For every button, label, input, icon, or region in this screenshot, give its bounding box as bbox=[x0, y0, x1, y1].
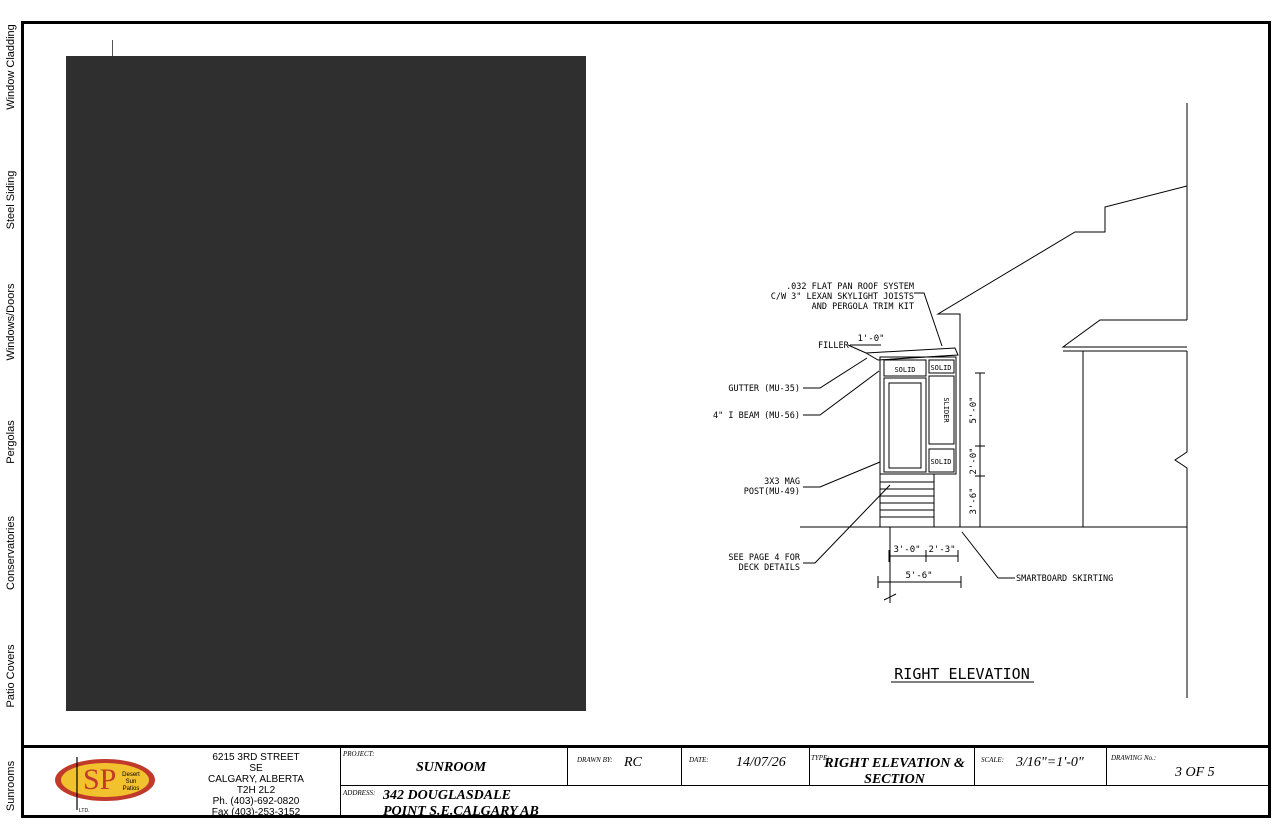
callout-post-1: 3X3 MAG bbox=[764, 477, 800, 487]
side-tab-label: Pergolas bbox=[4, 420, 17, 464]
redacted-image-panel bbox=[66, 56, 586, 711]
scale-label: SCALE: bbox=[981, 756, 1004, 764]
panel-solid-top-right bbox=[928, 359, 955, 374]
callout-filler: FILLER bbox=[818, 341, 850, 351]
callout-roof-1: .032 FLAT PAN ROOF SYSTEM bbox=[786, 282, 914, 292]
type-value: RIGHT ELEVATION & SECTION bbox=[824, 756, 965, 787]
side-tab-label: Window Cladding bbox=[4, 24, 17, 110]
drawing-no-value: 3 OF 5 bbox=[1175, 765, 1215, 780]
company-address: 6215 3RD STREET SE CALGARY, ALBERTA T2H … bbox=[208, 752, 304, 818]
callout-roof-2: C/W 3" LEXAN SKYLIGHT JOISTS bbox=[771, 292, 914, 302]
side-tab-label: Steel Siding bbox=[4, 170, 17, 230]
label-solid-bottom: SOLID bbox=[930, 458, 951, 466]
dim-total: 5'-6" bbox=[905, 571, 932, 581]
address-label: ADDRESS: bbox=[343, 789, 376, 797]
dim-middle: 2'-0" bbox=[969, 447, 979, 474]
callout-gutter: GUTTER (MU-35) bbox=[728, 384, 800, 394]
house-edge bbox=[1174, 351, 1188, 698]
house-right-wall bbox=[936, 103, 1188, 355]
panel-solid-top-left bbox=[883, 359, 927, 377]
svg-text:SP: SP bbox=[83, 763, 116, 796]
label-slider: SLIDER bbox=[942, 397, 950, 423]
dim-upper: 5'-0" bbox=[969, 396, 979, 423]
sunroom-roof bbox=[865, 347, 959, 361]
drawing-title: RIGHT ELEVATION bbox=[894, 665, 1029, 683]
drawn-by-value: RC bbox=[624, 755, 642, 770]
callout-post-2: POST(MU-49) bbox=[744, 487, 800, 497]
side-tab-label: Windows/Doors bbox=[4, 283, 17, 361]
lower-roof bbox=[1061, 319, 1187, 348]
type-label: TYPE: bbox=[811, 754, 830, 762]
side-tab-label: Patio Covers bbox=[4, 644, 17, 708]
label-solid-top-right: SOLID bbox=[930, 364, 951, 372]
door-glass bbox=[888, 382, 922, 469]
door-frame bbox=[883, 377, 927, 473]
side-tab-label: Sunrooms bbox=[4, 760, 17, 812]
panel-solid-bottom bbox=[928, 448, 955, 473]
address-value: 342 DOUGLASDALE POINT S.E.CALGARY AB bbox=[383, 788, 539, 819]
dim-overhang: 1'-0" bbox=[857, 334, 884, 344]
callout-deck-2: DECK DETAILS bbox=[739, 563, 800, 573]
date-value: 14/07/26 bbox=[736, 755, 786, 770]
callout-skirting: SMARTBOARD SKIRTING bbox=[1016, 574, 1113, 584]
panel-slider bbox=[928, 375, 955, 445]
sunroom-frame bbox=[879, 356, 957, 475]
label-solid-top-left: SOLID bbox=[894, 366, 915, 374]
title-block: SP Desert Sun Patios LTD. 6215 3RD STREE… bbox=[21, 745, 1271, 819]
drawn-by-label: DRAWN BY: bbox=[577, 756, 613, 764]
project-label: PROJECT: bbox=[343, 750, 375, 758]
project-value: SUNROOM bbox=[416, 760, 487, 775]
svg-text:Desert: Desert bbox=[122, 772, 140, 778]
dim-deck-right: 2'-3" bbox=[928, 545, 955, 555]
side-tab-label: Conservatories bbox=[4, 516, 17, 590]
svg-text:LTD.: LTD. bbox=[79, 808, 89, 814]
registration-tick bbox=[112, 40, 113, 56]
callout-roof-3: AND PERGOLA TRIM KIT bbox=[812, 302, 914, 312]
scale-value: 3/16"=1'-0" bbox=[1016, 755, 1084, 770]
callout-deck-1: SEE PAGE 4 FOR bbox=[728, 553, 801, 563]
company-logo: SP Desert Sun Patios LTD. bbox=[55, 757, 155, 814]
drawing-frame bbox=[21, 21, 1271, 818]
right-elevation-drawing: .032 FLAT PAN ROOF SYSTEM C/W 3" LEXAN S… bbox=[713, 103, 1188, 698]
callout-beam: 4" I BEAM (MU-56) bbox=[713, 411, 800, 421]
date-label: DATE: bbox=[689, 756, 709, 764]
drawing-no-label: DRAWING No.: bbox=[1111, 754, 1157, 762]
svg-text:Patios: Patios bbox=[123, 786, 140, 792]
svg-text:Sun: Sun bbox=[126, 779, 137, 785]
dim-deck-left: 3'-0" bbox=[893, 545, 920, 555]
dim-lower: 3'-6" bbox=[969, 487, 979, 514]
